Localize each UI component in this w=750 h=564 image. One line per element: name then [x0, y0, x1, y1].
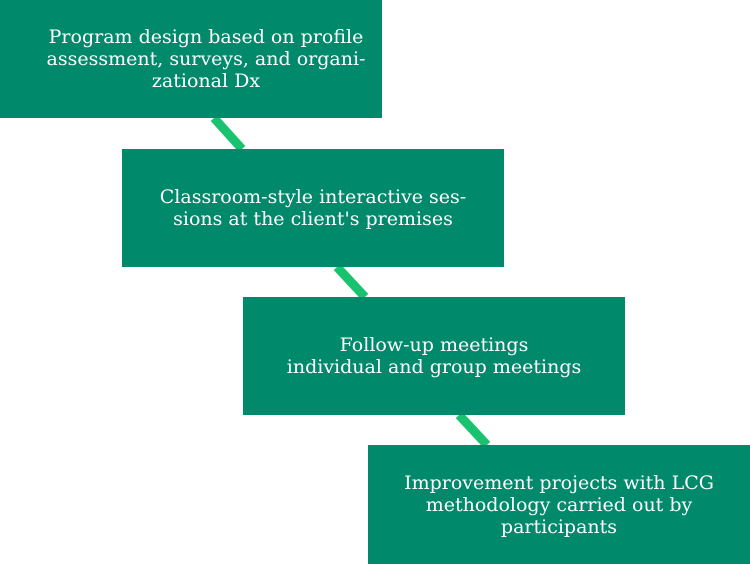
step-label: Improvement projects with LCG methodolog… — [404, 471, 714, 538]
step-label: Follow-up meetings individual and group … — [286, 334, 582, 378]
connector-1-2 — [210, 114, 246, 153]
step-box-improvement-projects: Improvement projects with LCG methodolog… — [368, 445, 750, 564]
step-label: Classroom-style interactive ses- sions a… — [159, 186, 467, 230]
step-box-program-design: Program design based on profile assessme… — [0, 0, 382, 118]
step-box-follow-up-meetings: Follow-up meetings individual and group … — [243, 297, 625, 415]
connector-2-3 — [333, 263, 369, 301]
connector-3-4 — [455, 411, 491, 449]
step-box-classroom-sessions: Classroom-style interactive ses- sions a… — [122, 149, 504, 267]
step-label: Program design based on profile assessme… — [46, 26, 366, 92]
